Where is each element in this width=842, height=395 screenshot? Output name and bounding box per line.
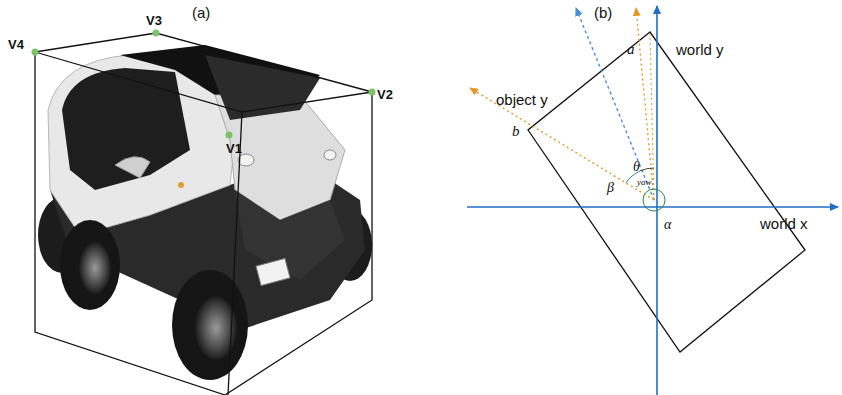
yaw-diagram [467, 6, 838, 395]
point-label: b [512, 124, 520, 139]
bounding-box [35, 33, 372, 395]
vertex-label: V1 [226, 142, 242, 155]
car-photo [38, 45, 372, 380]
point-label: a [627, 42, 635, 57]
vertex-label: V2 [377, 88, 393, 101]
vertex-label: V3 [146, 14, 162, 27]
angle-label: α [664, 218, 671, 232]
angle-label: yaw [637, 178, 652, 187]
vertex-dots [32, 30, 376, 189]
panel-label: (b) [594, 5, 612, 20]
axis-label: object y [496, 92, 548, 107]
axis-label: world x [760, 216, 808, 231]
axis-label: world y [676, 42, 724, 57]
angle-label: θ [633, 160, 640, 174]
vertex-label: V4 [8, 38, 24, 51]
panel-label: (a) [192, 5, 210, 20]
angle-label: β [607, 181, 614, 195]
